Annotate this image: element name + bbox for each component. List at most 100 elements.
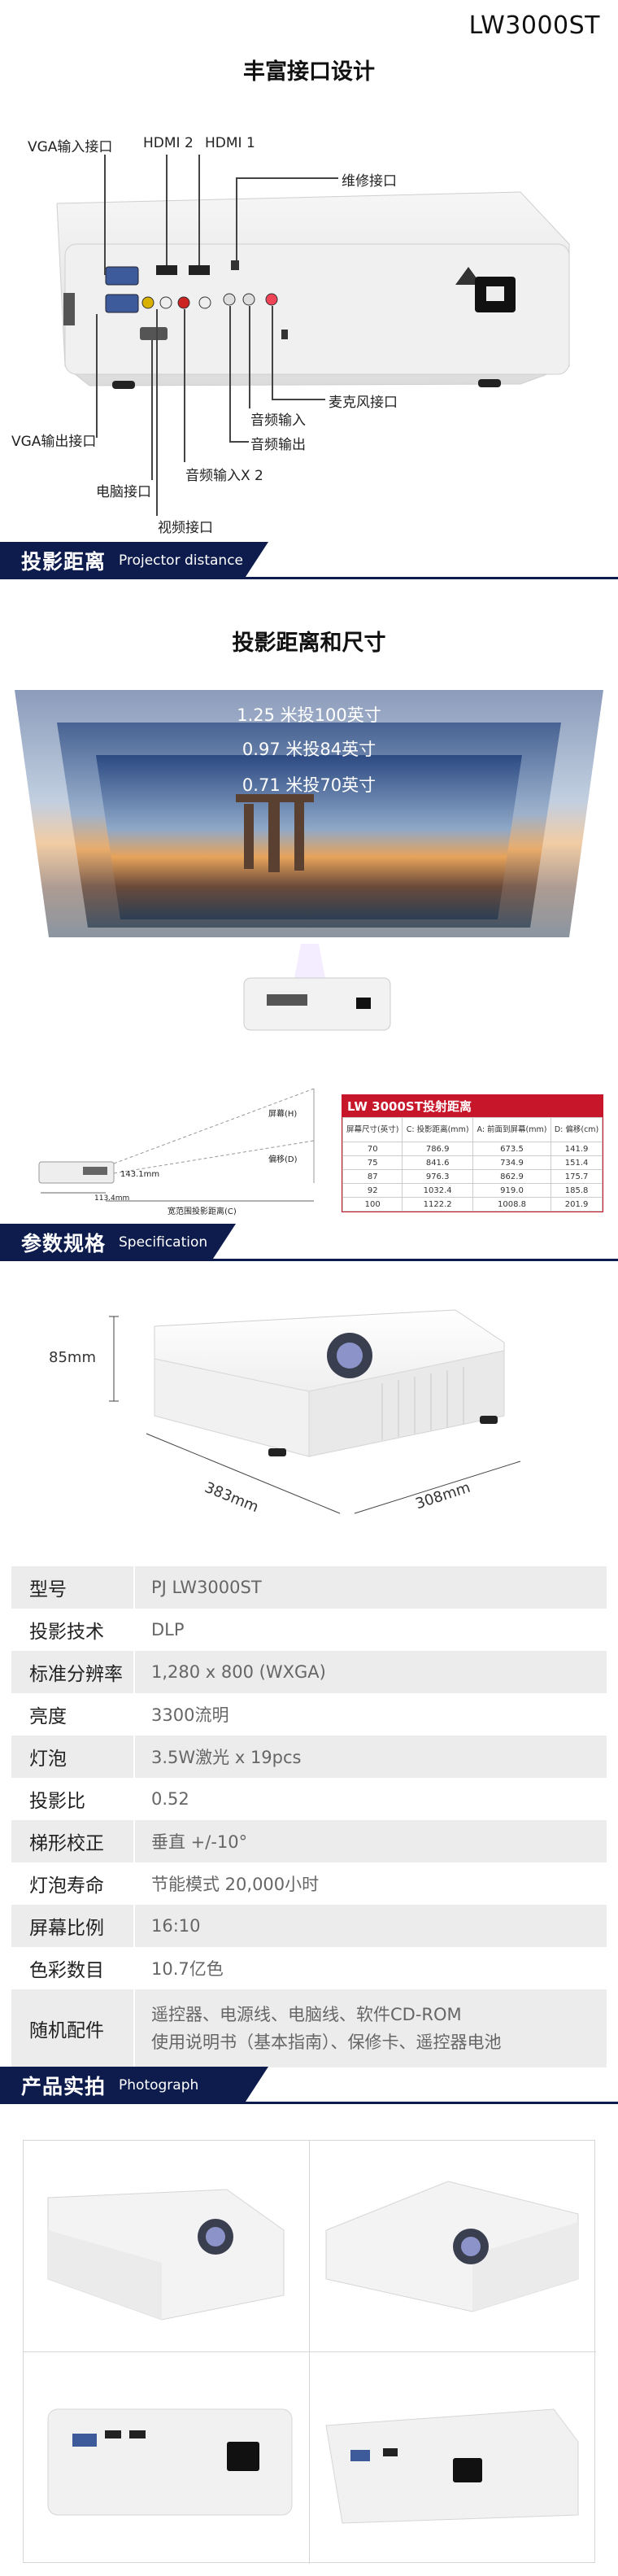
leader-hdmi1	[198, 155, 200, 265]
label-audio-out: 音频输出	[250, 437, 306, 453]
label-audio-in-x2: 音频输入X 2	[185, 468, 263, 484]
leader-vga-in	[104, 155, 106, 275]
table-cell: 87	[342, 1169, 403, 1184]
ports-title: 丰富接口设计	[243, 59, 375, 85]
leader-vga-out-v	[96, 314, 98, 438]
spec-key: 灯泡寿命	[11, 1862, 135, 1905]
spec-row: 色彩数目 10.7亿色	[11, 1947, 607, 1989]
table-row: 87 976.3 862.9 175.7	[342, 1169, 603, 1184]
diagram-screen-h: 屏幕(H)	[268, 1110, 298, 1119]
screen-label-70: 0.71 米投70英寸	[242, 775, 376, 795]
spec-key: 随机配件	[11, 1989, 135, 2067]
table-cell: 92	[342, 1183, 403, 1198]
spec-value: 10.7亿色	[151, 1959, 224, 1979]
spec-row: 梯形校正垂直 +/-10°	[11, 1820, 607, 1862]
diagram-dim-a: 143.1mm	[120, 1170, 160, 1179]
distance-diagram: 屏幕(H) 偏移(D) 143.1mm 113.4mm 宽范围投影距离(C)	[24, 1082, 333, 1220]
spec-row-accessories: 随机配件 遥控器、电源线、电脑线、软件CD-ROM 使用说明书（基本指南）、保修…	[11, 1989, 607, 2067]
leader-audio-out-h	[229, 441, 249, 443]
table-cell: 1032.4	[402, 1183, 473, 1198]
spec-row: 灯泡 3.5W激光 x 19pcs	[11, 1736, 607, 1778]
photo-rear-right-image	[325, 2408, 579, 2524]
table-row: 100 1122.2 1008.8 201.9	[342, 1197, 603, 1212]
spec-value: 0.52	[151, 1789, 189, 1809]
distance-diagram-lines	[38, 1088, 315, 1202]
spec-value: 3.5W激光 x 19pcs	[151, 1748, 302, 1767]
table-cell: 1122.2	[402, 1197, 473, 1212]
spec-row: 型号 PJ LW3000ST	[11, 1566, 607, 1609]
table-header-row: 屏幕尺寸(英寸) C: 投影距离(mm) A: 前面到屏幕(mm) D: 偏移(…	[342, 1117, 603, 1142]
photo-rear-left	[24, 2352, 310, 2564]
leader-audio-out-v	[229, 306, 231, 441]
spec-key: 型号	[11, 1566, 135, 1609]
photo-front-left-image	[47, 2189, 285, 2321]
table-cell: 1008.8	[472, 1197, 552, 1212]
spec-value: PJ LW3000ST	[151, 1578, 262, 1597]
spec-value-accessories: 遥控器、电源线、电脑线、软件CD-ROM 使用说明书（基本指南）、保修卡、遥控器…	[135, 2001, 502, 2056]
table-row: 92 1032.4 919.0 185.8	[342, 1183, 603, 1198]
table-cell: 734.9	[472, 1155, 552, 1170]
spec-value: 垂直 +/-10°	[151, 1832, 248, 1852]
ports-figure: VGA输入接口 HDMI 2 HDMI 1 维修接口 麦克风接口 音频输入 音频…	[0, 122, 618, 537]
section-bar-distance: 投影距离 Projector distance	[0, 542, 618, 579]
table-header-cell: A: 前面到屏幕(mm)	[472, 1117, 552, 1142]
section-bar-cn: 投影距离	[21, 550, 107, 574]
table-cell: 70	[342, 1142, 403, 1156]
diagram-offset-d: 偏移(D)	[268, 1155, 298, 1164]
section-bar-tab: 投影距离 Projector distance	[0, 542, 268, 579]
label-vga-out: VGA输出接口	[11, 434, 97, 450]
spec-key: 标准分辨率	[11, 1651, 135, 1693]
section-bar-en: Projector distance	[119, 552, 244, 569]
label-video: 视频接口	[158, 520, 213, 536]
spec-key: 色彩数目	[11, 1947, 135, 1989]
table-header-cell: 屏幕尺寸(英寸)	[342, 1117, 403, 1142]
section-bar-photo: 产品实拍 Photograph	[0, 2067, 618, 2104]
table-cell: 862.9	[472, 1169, 552, 1184]
leader-service-h	[237, 177, 338, 179]
distance-table-title: LW 3000ST投射距离	[342, 1095, 603, 1117]
leader-audio-in-x2	[184, 309, 185, 462]
photo-rear-left-image	[47, 2408, 293, 2516]
leader-service-v	[236, 177, 237, 260]
table-header-cell: D: 偏移(cm)	[551, 1117, 603, 1142]
table-cell: 151.4	[551, 1155, 603, 1170]
table-cell: 175.7	[551, 1169, 603, 1184]
spec-row: 灯泡寿命节能模式 20,000小时	[11, 1862, 607, 1905]
label-pc: 电脑接口	[96, 484, 151, 500]
section-bar-cn: 产品实拍	[21, 2075, 107, 2098]
section-bar-rule	[0, 1259, 618, 1261]
leader-mic-h	[272, 399, 325, 400]
photo-grid	[23, 2140, 596, 2564]
spec-value: 3300流明	[151, 1705, 229, 1725]
diagram-dim-b: 113.4mm	[94, 1194, 130, 1203]
label-hdmi1: HDMI 1	[205, 135, 255, 151]
dim-height: 85mm	[49, 1349, 96, 1366]
table-cell: 786.9	[402, 1142, 473, 1156]
spec-key: 投影技术	[11, 1609, 135, 1651]
section-bar-cn: 参数规格	[21, 1232, 107, 1255]
spec-key: 投影比	[11, 1778, 135, 1820]
label-audio-in: 音频输入	[250, 413, 306, 429]
label-vga-in: VGA输入接口	[28, 139, 113, 155]
accessories-line-2: 使用说明书（基本指南）、保修卡、遥控器电池	[151, 2032, 502, 2052]
photo-front-left	[24, 2141, 310, 2352]
projection-screens	[15, 690, 603, 1031]
screen-label-100: 1.25 米投100英寸	[237, 705, 381, 725]
section-bar-tab: 参数规格 Specification	[0, 1224, 236, 1261]
spec-key: 屏幕比例	[11, 1905, 135, 1947]
table-cell: 100	[342, 1197, 403, 1212]
section-bar-tab: 产品实拍 Photograph	[0, 2067, 268, 2104]
distance-table-grid: 屏幕尺寸(英寸) C: 投影距离(mm) A: 前面到屏幕(mm) D: 偏移(…	[342, 1117, 603, 1212]
leader-video	[156, 309, 158, 516]
projector-dimension-illustration	[109, 1309, 521, 1514]
distance-table: LW 3000ST投射距离 屏幕尺寸(英寸) C: 投影距离(mm) A: 前面…	[342, 1094, 603, 1212]
section-bar-en: Specification	[119, 1234, 208, 1251]
spec-key: 灯泡	[11, 1736, 135, 1778]
dimension-figure: 85mm 383mm 308mm	[0, 1294, 618, 1538]
table-cell: 919.0	[472, 1183, 552, 1198]
